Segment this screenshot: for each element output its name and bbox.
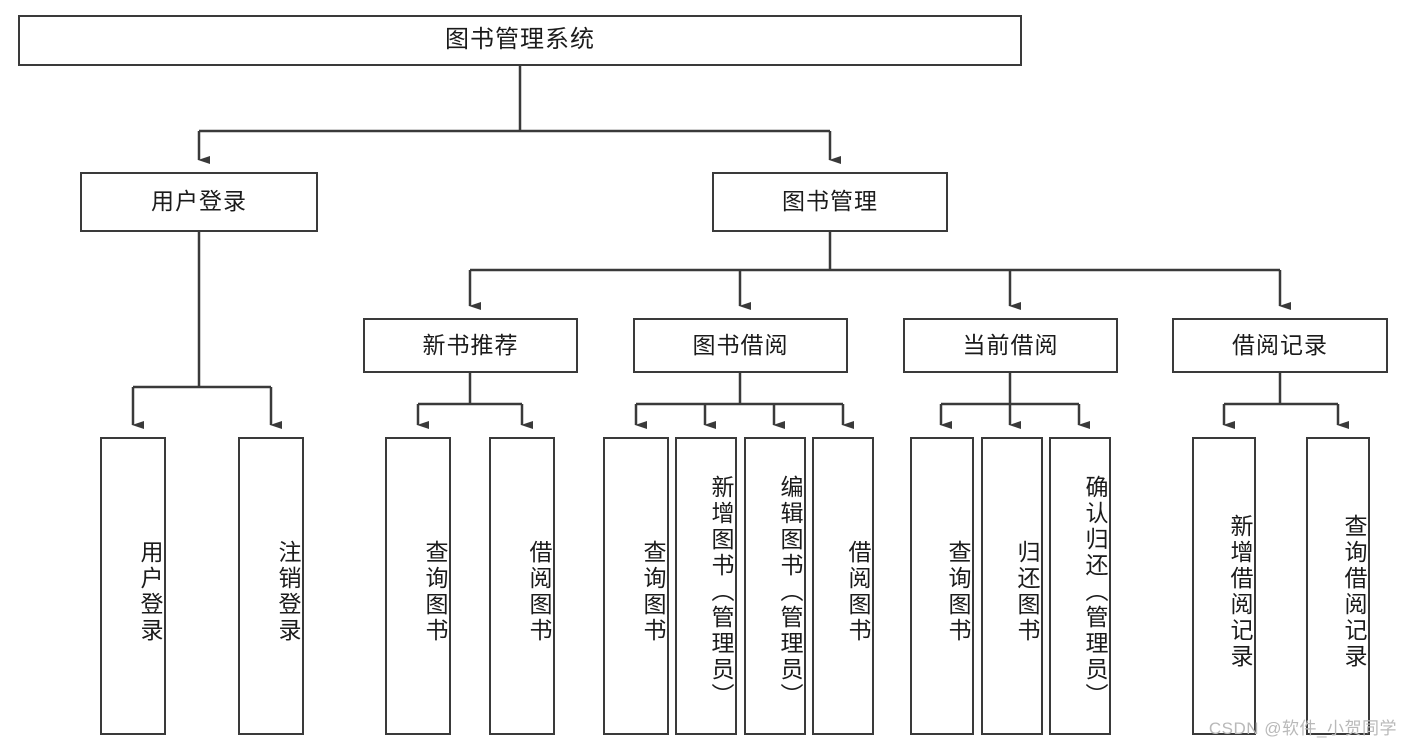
node-label: 归还图书	[1014, 540, 1040, 644]
node-label: 注销登录	[275, 540, 301, 644]
node-label: 图书管理	[782, 188, 878, 215]
node-label: 新书推荐	[422, 331, 519, 358]
node-label: 查询图书	[422, 540, 448, 644]
node-label: 用户登录	[137, 540, 163, 644]
node-label: 新增图书（管理员）	[708, 475, 734, 709]
node-new-book-recommend[interactable]: 新书推荐	[363, 318, 578, 373]
node-label: 借阅记录	[1232, 331, 1328, 358]
leaf-record-query-record[interactable]: 查询借阅记录	[1306, 437, 1370, 735]
leaf-user-login-signout[interactable]: 注销登录	[238, 437, 304, 735]
node-label: 查询图书	[640, 540, 666, 644]
leaf-current-return-book[interactable]: 归还图书	[981, 437, 1043, 735]
csdn-watermark: CSDN @软件_小贺同学	[1208, 719, 1397, 738]
node-user-login[interactable]: 用户登录	[80, 172, 318, 232]
node-book-management[interactable]: 图书管理	[712, 172, 948, 232]
node-label: 借阅图书	[845, 540, 871, 644]
leaf-current-query-book[interactable]: 查询图书	[910, 437, 974, 735]
node-label: 图书管理系统	[445, 26, 595, 54]
leaf-recommend-query-book[interactable]: 查询图书	[385, 437, 451, 735]
node-label: 借阅图书	[526, 540, 552, 644]
leaf-user-login-signin[interactable]: 用户登录	[100, 437, 166, 735]
leaf-record-add-record[interactable]: 新增借阅记录	[1192, 437, 1256, 735]
leaf-current-confirm-return-admin[interactable]: 确认归还（管理员）	[1049, 437, 1111, 735]
leaf-borrow-query-book[interactable]: 查询图书	[603, 437, 669, 735]
node-label: 当前借阅	[962, 331, 1059, 358]
node-label: 查询借阅记录	[1341, 514, 1367, 670]
node-label: 编辑图书（管理员）	[777, 475, 803, 709]
node-label: 确认归还（管理员）	[1082, 475, 1108, 709]
leaf-borrow-add-book-admin[interactable]: 新增图书（管理员）	[675, 437, 737, 735]
node-root-system[interactable]: 图书管理系统	[18, 15, 1022, 66]
leaf-borrow-borrow-book[interactable]: 借阅图书	[812, 437, 874, 735]
node-book-borrow[interactable]: 图书借阅	[633, 318, 848, 373]
leaf-borrow-edit-book-admin[interactable]: 编辑图书（管理员）	[744, 437, 806, 735]
node-current-borrow[interactable]: 当前借阅	[903, 318, 1118, 373]
node-label: 图书借阅	[692, 331, 789, 358]
node-label: 新增借阅记录	[1227, 514, 1253, 670]
node-label: 用户登录	[151, 188, 247, 215]
node-borrow-record[interactable]: 借阅记录	[1172, 318, 1388, 373]
leaf-recommend-borrow-book[interactable]: 借阅图书	[489, 437, 555, 735]
node-label: 查询图书	[945, 540, 971, 644]
